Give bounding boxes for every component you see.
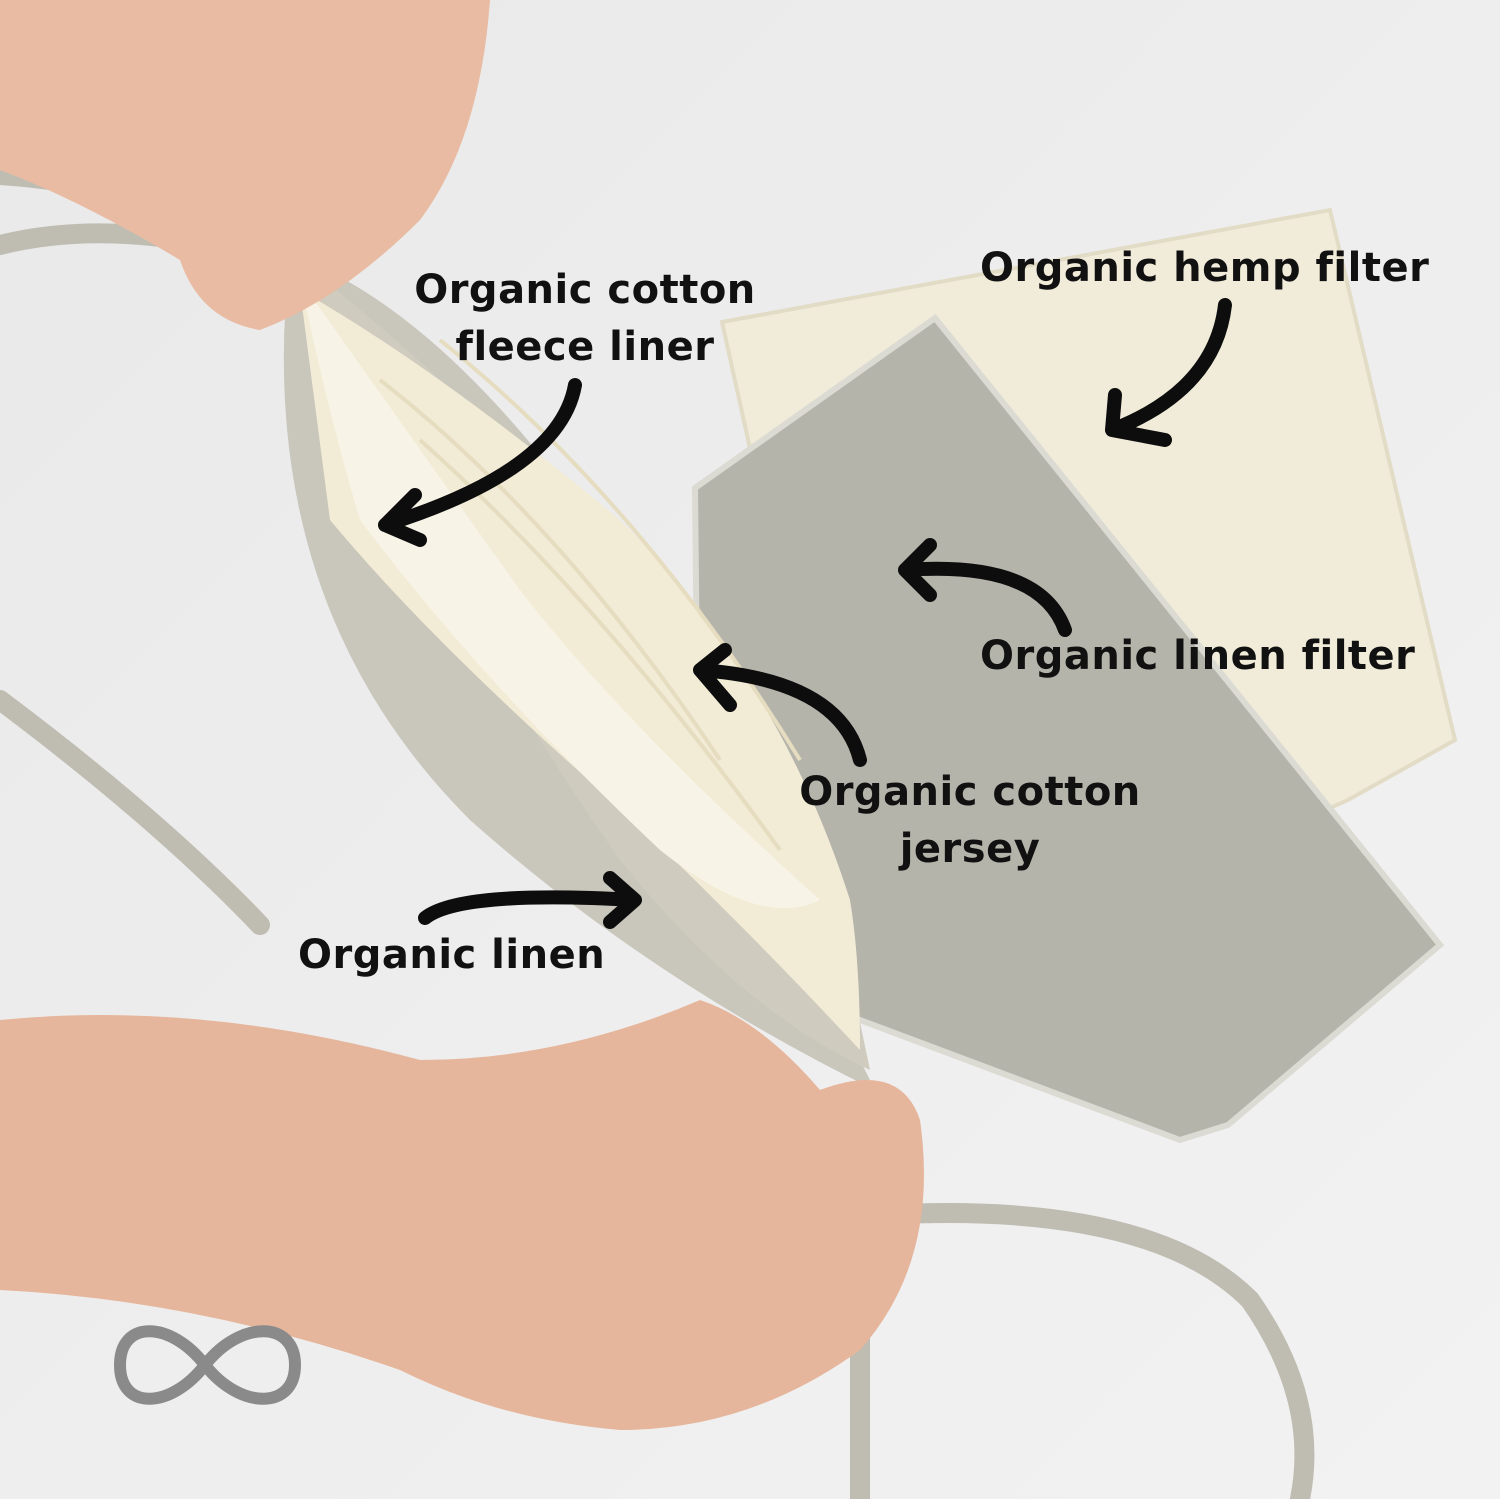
brand-logo-icon (113, 1325, 302, 1405)
annotation-arrows (378, 298, 1232, 929)
hand-bottom (0, 1000, 924, 1430)
label-fleece-liner-line2: fleece liner (455, 324, 715, 370)
label-cotton-jersey-line2: jersey (899, 826, 1041, 872)
arrow-fleece-liner (378, 378, 582, 547)
arrow-cotton-jersey (693, 643, 867, 767)
arrow-linen-filter (898, 538, 1072, 637)
arrow-hemp-filter (1105, 298, 1232, 447)
label-fleece-liner: Organic cotton fleece liner (405, 262, 765, 376)
label-fleece-liner-line1: Organic cotton (414, 267, 756, 313)
label-hemp-filter: Organic hemp filter (980, 245, 1430, 291)
arrow-linen (418, 871, 642, 929)
label-cotton-jersey-line1: Organic cotton (799, 769, 1141, 815)
label-linen-filter: Organic linen filter (980, 633, 1416, 679)
label-cotton-jersey: Organic cotton jersey (795, 764, 1145, 878)
hand-top (0, 0, 490, 330)
label-linen: Organic linen (298, 932, 606, 978)
